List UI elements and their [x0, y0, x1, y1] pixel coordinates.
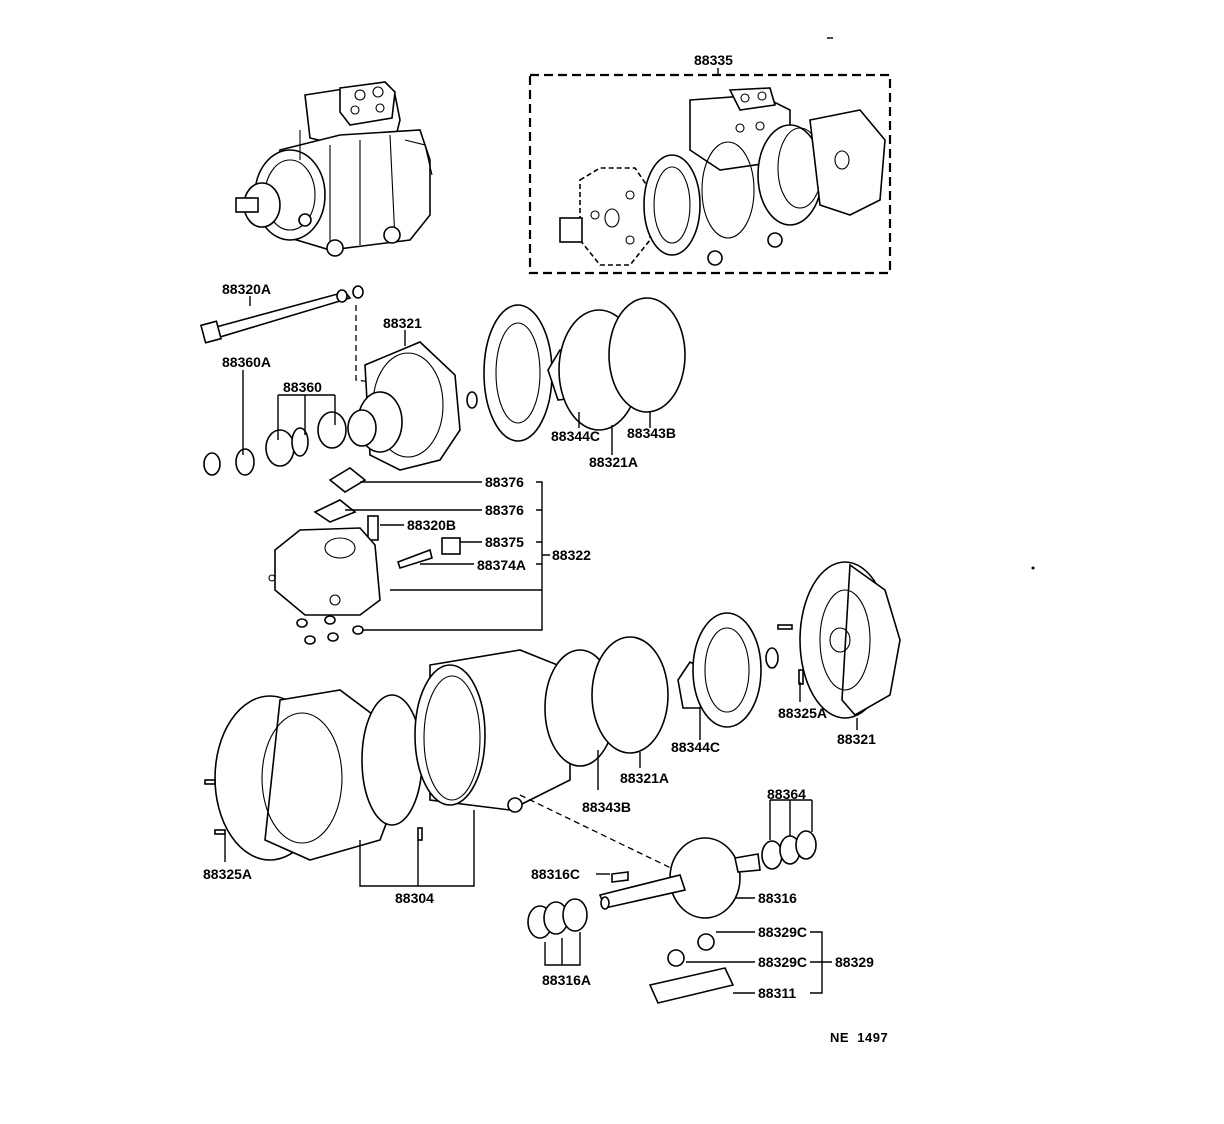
label-88321-lower: 88321 [837, 731, 876, 747]
label-88374a: 88374A [477, 557, 526, 573]
rear-housing-group-88322 [268, 467, 461, 645]
label-88343b-upper: 88343B [627, 425, 676, 441]
drawing-code: NE 1497 [830, 1030, 888, 1045]
label-88325a-right: 88325A [778, 705, 827, 721]
shaft-group-88316 [519, 794, 817, 1004]
label-88316: 88316 [758, 890, 797, 906]
label-88376-b: 88376 [485, 502, 524, 518]
label-88344c-upper: 88344C [551, 428, 600, 444]
label-88376-a: 88376 [485, 474, 524, 490]
part-labels: 88335 88320A 88321 88360A 88360 88344C 8… [203, 52, 888, 1045]
label-88320a: 88320A [222, 281, 271, 297]
label-88360: 88360 [283, 379, 322, 395]
label-88329: 88329 [835, 954, 874, 970]
label-88343b-lower: 88343B [582, 799, 631, 815]
cylinder-block-group [204, 561, 901, 861]
label-88364: 88364 [767, 786, 806, 802]
label-88329c-b: 88329C [758, 954, 807, 970]
front-housing-group-88321 [199, 285, 686, 476]
label-88321a-lower: 88321A [620, 770, 669, 786]
leader-lines [224, 296, 858, 994]
label-88344c-lower: 88344C [671, 739, 720, 755]
label-88325a-left: 88325A [203, 866, 252, 882]
label-88316c: 88316C [531, 866, 580, 882]
label-88329c-a: 88329C [758, 924, 807, 940]
label-88316a: 88316A [542, 972, 591, 988]
label-88375: 88375 [485, 534, 524, 550]
label-88321-upper: 88321 [383, 315, 422, 331]
label-88321a-upper: 88321A [589, 454, 638, 470]
label-88360a: 88360A [222, 354, 271, 370]
label-88322: 88322 [552, 547, 591, 563]
label-88304: 88304 [395, 890, 434, 906]
label-88320b: 88320B [407, 517, 456, 533]
label-88311: 88311 [758, 985, 796, 1001]
compressor-assembly-drawing [235, 81, 433, 257]
compressor-kit-88335-group [528, 68, 892, 275]
stray-dot [1031, 566, 1035, 570]
label-88335: 88335 [694, 52, 733, 68]
